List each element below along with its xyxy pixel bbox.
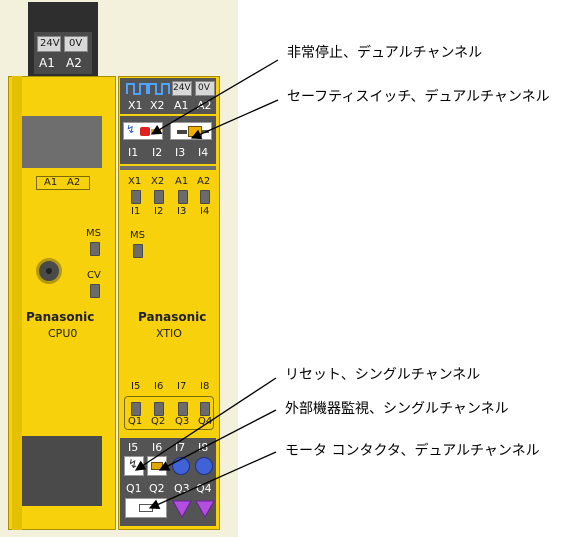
xtio-lower-i7: I7 xyxy=(177,381,187,392)
xtio-face-i2: I2 xyxy=(154,206,164,217)
xtio-input-i3: I3 xyxy=(175,146,186,159)
xtio-test-pulse-icon xyxy=(126,83,170,95)
cpu-module: 24V 0V A1 A2 A1 A2 MS CV Panasonic CPU0 xyxy=(8,0,116,537)
cpu-terminal-24v[interactable]: 24V xyxy=(37,36,61,52)
xtio-output-q4-icon xyxy=(195,500,215,518)
cpu-lower-band xyxy=(22,436,102,506)
xtio-input-i8-icon xyxy=(195,457,213,475)
cpu-terminal-24v-label: 24V xyxy=(40,38,60,49)
xtio-led-q2 xyxy=(154,402,164,416)
cpu-face-label-a1: A1 xyxy=(44,177,58,188)
xtio-ms-label: MS xyxy=(130,230,145,241)
cpu-top-terminal-block: 24V 0V A1 A2 xyxy=(34,32,92,74)
xtio-lower-q1: Q1 xyxy=(128,416,143,427)
xtio-model: XTIO xyxy=(156,327,182,340)
cpu-config-port-pin xyxy=(46,268,52,274)
cpu-ms-label: MS xyxy=(86,228,101,239)
estop-button-icon xyxy=(140,127,150,136)
xtio-lower-q4: Q4 xyxy=(198,416,213,427)
xtio-brand: Panasonic xyxy=(138,310,207,324)
xtio-top-terminal-block: 24V 0V X1 X2 A1 A2 xyxy=(120,78,216,114)
xtio-input-i1: I1 xyxy=(128,146,139,159)
annotation-safety-switch: セーフティスイッチ、デュアルチャンネル xyxy=(287,89,550,105)
xtio-face-x2: X2 xyxy=(151,176,165,187)
annotation-estop: 非常停止、デュアルチャンネル xyxy=(287,45,483,61)
xtio-lower-i5: I5 xyxy=(131,381,141,392)
xtio-led-x2 xyxy=(154,190,164,204)
cpu-upper-band xyxy=(22,116,102,168)
cpu-brand: Panasonic xyxy=(26,310,95,324)
cpu-terminal-0v-label: 0V xyxy=(69,38,83,49)
xtio-led-x1 xyxy=(131,190,141,204)
cpu-model: CPU0 xyxy=(48,327,78,340)
xtio-input-i2: I2 xyxy=(152,146,163,159)
xtio-bottom-q1: Q1 xyxy=(126,482,142,495)
xtio-terminal-24v[interactable]: 24V xyxy=(172,81,192,96)
cpu-top-label-a2: A2 xyxy=(66,56,82,70)
xtio-bottom-q2: Q2 xyxy=(149,482,165,495)
xtio-lower-i8: I8 xyxy=(200,381,210,392)
xtio-input-i4: I4 xyxy=(198,146,209,159)
arrow-safety-switch xyxy=(190,99,279,140)
arrow-contactor xyxy=(148,451,277,510)
cpu-face xyxy=(22,170,110,430)
xtio-led-q4 xyxy=(200,402,210,416)
xtio-lower-q2: Q2 xyxy=(151,416,166,427)
xtio-output-q3-icon xyxy=(172,500,192,518)
xtio-face-i3: I3 xyxy=(177,206,187,217)
xtio-input-terminal-block: ↯ I1 I2 I3 I4 xyxy=(120,116,216,164)
xtio-upper-band xyxy=(120,166,216,170)
xtio-face-a1: A1 xyxy=(175,176,189,187)
arrow-edm xyxy=(158,409,277,471)
safety-switch-key-icon xyxy=(177,130,187,134)
xtio-led-q3 xyxy=(178,402,188,416)
xtio-lower-terminal-block: I5 I6 I7 I8 ↯ Q1 Q2 Q3 Q4 xyxy=(120,438,216,526)
cpu-ms-led xyxy=(90,242,100,256)
cpu-cv-led xyxy=(90,284,100,298)
xtio-terminal-0v[interactable]: 0V xyxy=(195,81,215,96)
xtio-face-x1: X1 xyxy=(128,176,142,187)
xtio-face-i1: I1 xyxy=(131,206,141,217)
estop-lightning-icon: ↯ xyxy=(126,123,136,136)
xtio-output-led-frame xyxy=(124,396,214,430)
cpu-terminal-0v[interactable]: 0V xyxy=(64,36,88,52)
arrow-estop xyxy=(150,59,279,135)
annotation-edm: 外部機器監視、シングルチャンネル xyxy=(285,401,509,417)
xtio-face-a2: A2 xyxy=(197,176,211,187)
xtio-terminal-0v-label: 0V xyxy=(198,83,210,93)
arrow-reset xyxy=(134,377,277,471)
xtio-face-i4: I4 xyxy=(200,206,210,217)
cpu-cv-label: CV xyxy=(87,270,101,281)
annotation-contactor: モータ コンタクタ、デュアルチャンネル xyxy=(285,443,540,459)
xtio-lower-q3: Q3 xyxy=(175,416,190,427)
xtio-terminal-24v-label: 24V xyxy=(173,83,191,93)
xtio-led-a1 xyxy=(178,190,188,204)
xtio-led-q1 xyxy=(131,402,141,416)
cpu-face-label-a2: A2 xyxy=(67,177,81,188)
reset-person-icon: ↯ xyxy=(128,457,139,471)
xtio-top-x1: X1 xyxy=(128,99,143,112)
xtio-ms-led xyxy=(133,244,143,258)
xtio-bottom-i7: I7 xyxy=(175,441,186,454)
xtio-bottom-i5: I5 xyxy=(128,441,139,454)
cpu-config-port[interactable] xyxy=(36,258,62,284)
xtio-lower-i6: I6 xyxy=(154,381,164,392)
cpu-side-stripe xyxy=(12,76,22,530)
xtio-bottom-i6: I6 xyxy=(152,441,163,454)
xtio-module: 24V 0V X1 X2 A1 A2 ↯ I1 I2 I3 I4 X1 X2 A… xyxy=(118,76,220,530)
cpu-face-terminal-strip: A1 A2 xyxy=(36,176,90,190)
xtio-top-x2: X2 xyxy=(150,99,165,112)
annotation-reset: リセット、シングルチャンネル xyxy=(285,367,481,383)
cpu-top-label-a1: A1 xyxy=(39,56,55,70)
xtio-led-a2 xyxy=(200,190,210,204)
xtio-top-a2: A2 xyxy=(197,99,212,112)
xtio-top-a1: A1 xyxy=(174,99,189,112)
